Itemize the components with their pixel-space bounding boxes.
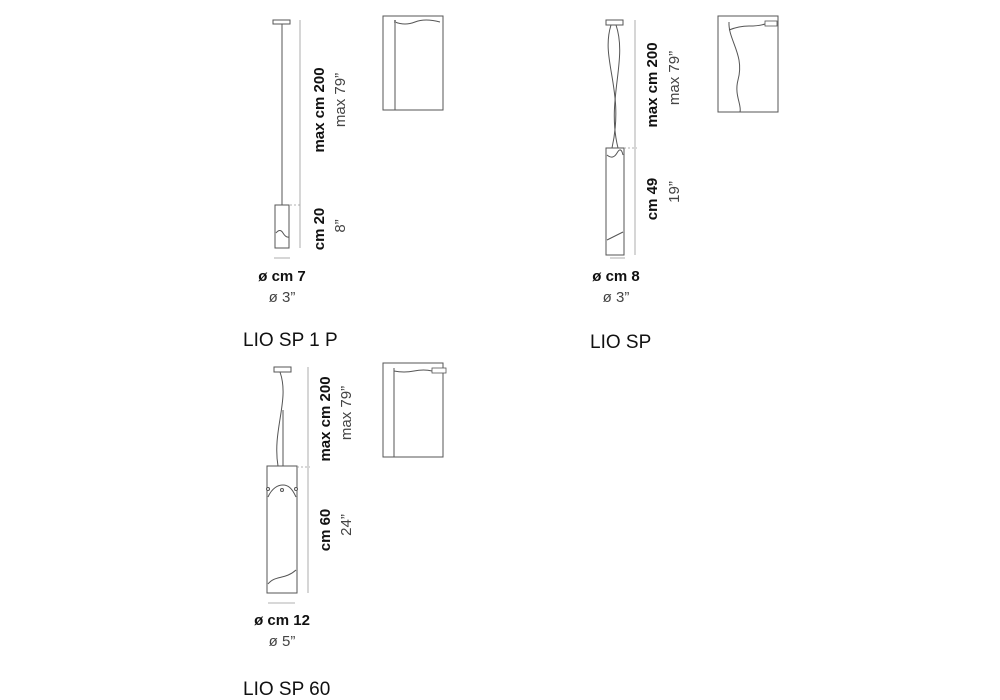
glass-pattern bbox=[275, 230, 290, 238]
max-length-cm: max cm 200 bbox=[311, 67, 328, 152]
lamp-body bbox=[266, 465, 298, 594]
power-cable bbox=[276, 371, 284, 467]
lamp-body bbox=[274, 204, 290, 249]
height-in: 8” bbox=[332, 219, 349, 232]
ceiling-canopy bbox=[273, 366, 292, 373]
product-name: LIO SP 60 bbox=[243, 679, 330, 700]
product-name: LIO SP bbox=[590, 332, 651, 353]
glass-pattern bbox=[267, 569, 297, 585]
ceiling-canopy bbox=[605, 19, 624, 26]
diameter-in: ø 3” bbox=[269, 289, 296, 306]
installation-thumbnail bbox=[382, 15, 444, 111]
height-in: 19” bbox=[666, 181, 683, 203]
diameter-cm: ø cm 7 bbox=[258, 268, 306, 285]
product-lio-sp-1-p: max cm 200 max 79” cm 20 8” ø cm 7 ø 3” … bbox=[243, 15, 444, 351]
product-lio-sp-60: max cm 200 max 79” cm 60 24” ø cm 12 ø 5… bbox=[243, 362, 447, 700]
ceiling-canopy bbox=[272, 19, 291, 25]
max-length-cm: max cm 200 bbox=[644, 42, 661, 127]
diameter-in: ø 5” bbox=[269, 633, 296, 650]
height-cm: cm 49 bbox=[644, 178, 661, 221]
product-name: LIO SP 1 P bbox=[243, 330, 338, 351]
installation-thumbnail bbox=[717, 15, 779, 113]
diameter-cm: ø cm 12 bbox=[254, 612, 310, 629]
product-lio-sp: max cm 200 max 79” cm 49 19” ø cm 8 ø 3”… bbox=[590, 15, 779, 353]
max-length-cm: max cm 200 bbox=[317, 376, 334, 461]
power-cable bbox=[613, 24, 621, 149]
height-cm: cm 20 bbox=[311, 208, 328, 251]
glass-pattern bbox=[606, 149, 624, 241]
installation-thumbnail bbox=[382, 362, 447, 458]
diameter-cm: ø cm 8 bbox=[592, 268, 640, 285]
diameter-in: ø 3” bbox=[603, 289, 630, 306]
max-length-in: max 79” bbox=[338, 386, 355, 440]
max-length-in: max 79” bbox=[332, 73, 349, 127]
max-length-in: max 79” bbox=[666, 51, 683, 105]
height-cm: cm 60 bbox=[317, 509, 334, 552]
lamp-body bbox=[605, 147, 625, 256]
glass-pattern bbox=[267, 484, 297, 498]
height-in: 24” bbox=[338, 514, 355, 536]
